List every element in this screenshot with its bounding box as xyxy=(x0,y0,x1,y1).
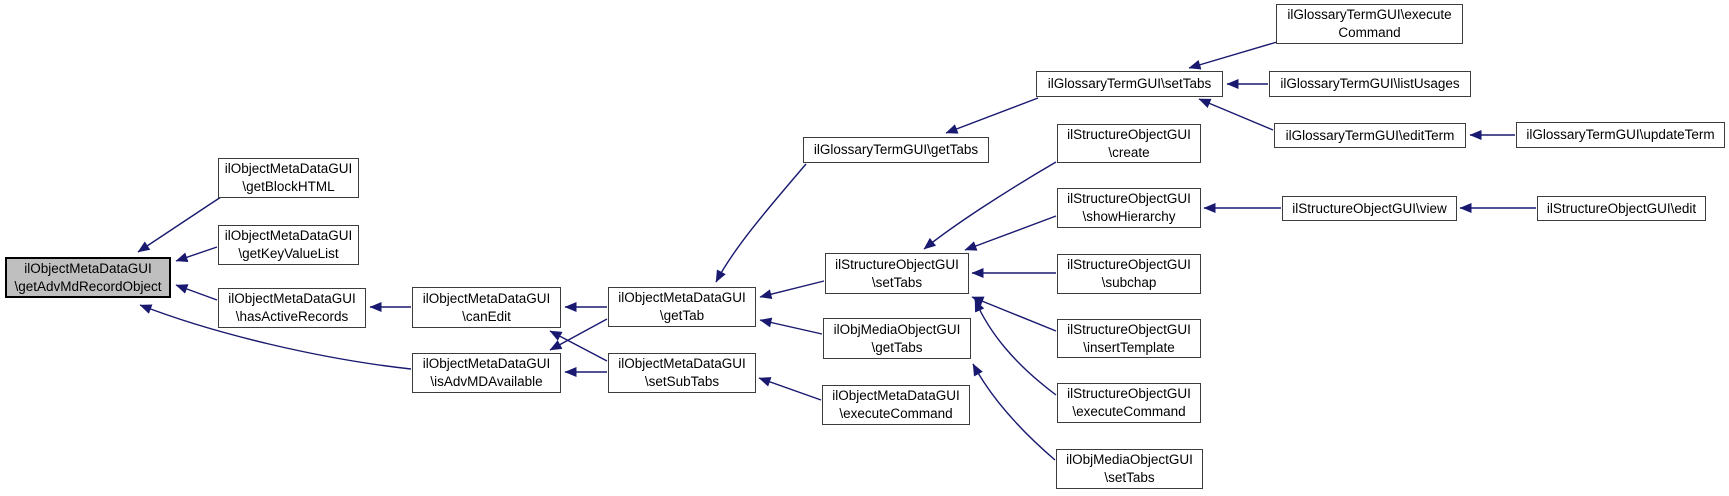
node-ilStructureObjectGUI-insertTemplate[interactable]: ilStructureObjectGUI \insertTemplate xyxy=(1057,319,1201,358)
node-ilObjectMetaDataGUI-getBlockHTML[interactable]: ilObjectMetaDataGUI \getBlockHTML xyxy=(218,158,359,198)
node-ilObjectMetaDataGUI-getAdvMdRecordObject[interactable]: ilObjectMetaDataGUI \getAdvMdRecordObjec… xyxy=(5,257,171,298)
call-edge-mediaGetTabs-getTab xyxy=(759,317,823,335)
node-ilObjectMetaDataGUI-getKeyValueList[interactable]: ilObjectMetaDataGUI \getKeyValueList xyxy=(218,225,359,265)
call-edge-setSubTabs-canEdit xyxy=(549,330,608,362)
node-ilStructureObjectGUI-edit[interactable]: ilStructureObjectGUI\edit xyxy=(1537,196,1706,221)
node-ilObjectMetaDataGUI-setSubTabs[interactable]: ilObjectMetaDataGUI \setSubTabs xyxy=(608,353,756,393)
node-ilStructureObjectGUI-setTabs[interactable]: ilStructureObjectGUI \setTabs xyxy=(825,253,969,294)
node-ilGlossaryTermGUI-editTerm[interactable]: ilGlossaryTermGUI\editTerm xyxy=(1274,123,1466,148)
call-edge-mediaSetTabs-getTabs xyxy=(972,363,1056,461)
node-ilGlossaryTermGUI-executeCommand[interactable]: ilGlossaryTermGUI\execute Command xyxy=(1276,4,1463,44)
call-edge-metaExec-setSubTabs xyxy=(758,377,822,401)
node-ilGlossaryTermGUI-listUsages[interactable]: ilGlossaryTermGUI\listUsages xyxy=(1269,71,1471,97)
node-ilGlossaryTermGUI-setTabs[interactable]: ilGlossaryTermGUI\setTabs xyxy=(1036,71,1223,97)
node-ilObjMediaObjectGUI-setTabs[interactable]: ilObjMediaObjectGUI \setTabs xyxy=(1056,449,1203,489)
node-ilStructureObjectGUI-view[interactable]: ilStructureObjectGUI\view xyxy=(1282,196,1457,221)
call-edge-getKeyValueList xyxy=(175,246,218,263)
call-edge-glossaryExec-setTabs xyxy=(1188,41,1278,70)
call-edge-glossarySetTabs-getTabs xyxy=(945,97,1039,134)
node-ilObjectMetaDataGUI-hasActiveRecords[interactable]: ilObjectMetaDataGUI \hasActiveRecords xyxy=(218,288,366,328)
node-ilObjMediaObjectGUI-getTabs[interactable]: ilObjMediaObjectGUI \getTabs xyxy=(823,318,971,359)
call-edge-isAdvMDAvailable-root xyxy=(139,304,412,370)
node-ilGlossaryTermGUI-getTabs[interactable]: ilGlossaryTermGUI\getTabs xyxy=(803,137,989,163)
node-ilStructureObjectGUI-showHierarchy[interactable]: ilStructureObjectGUI \showHierarchy xyxy=(1057,188,1201,228)
call-edge-structureExec-setTabs xyxy=(974,299,1057,396)
call-edge-structureSetTabs-getTab xyxy=(759,280,825,300)
call-edge-insertTemplate-setTabs xyxy=(971,296,1057,332)
node-ilObjectMetaDataGUI-executeCommand[interactable]: ilObjectMetaDataGUI \executeCommand xyxy=(822,385,970,425)
call-edge-getBlockHTML xyxy=(137,196,222,253)
call-edge-editTerm-setTabs xyxy=(1198,98,1274,131)
node-ilObjectMetaDataGUI-getTab[interactable]: ilObjectMetaDataGUI \getTab xyxy=(608,287,756,327)
node-ilObjectMetaDataGUI-isAdvMDAvailable[interactable]: ilObjectMetaDataGUI \isAdvMDAvailable xyxy=(412,353,561,393)
node-ilGlossaryTermGUI-updateTerm[interactable]: ilGlossaryTermGUI\updateTerm xyxy=(1516,122,1725,148)
call-edge-glossaryGetTabs-getTab xyxy=(715,163,807,283)
node-ilObjectMetaDataGUI-canEdit[interactable]: ilObjectMetaDataGUI \canEdit xyxy=(412,287,561,328)
call-edge-showHierarchy-setTabs xyxy=(964,215,1057,251)
call-edge-hasActiveRecords xyxy=(175,284,218,301)
call-edge-create-structureSetTabs xyxy=(923,161,1057,250)
node-ilStructureObjectGUI-subchap[interactable]: ilStructureObjectGUI \subchap xyxy=(1057,254,1201,294)
call-edge-getTab-isAdvMD xyxy=(549,318,608,351)
node-ilStructureObjectGUI-executeCommand[interactable]: ilStructureObjectGUI \executeCommand xyxy=(1057,383,1201,423)
node-ilStructureObjectGUI-create[interactable]: ilStructureObjectGUI \create xyxy=(1057,124,1201,163)
